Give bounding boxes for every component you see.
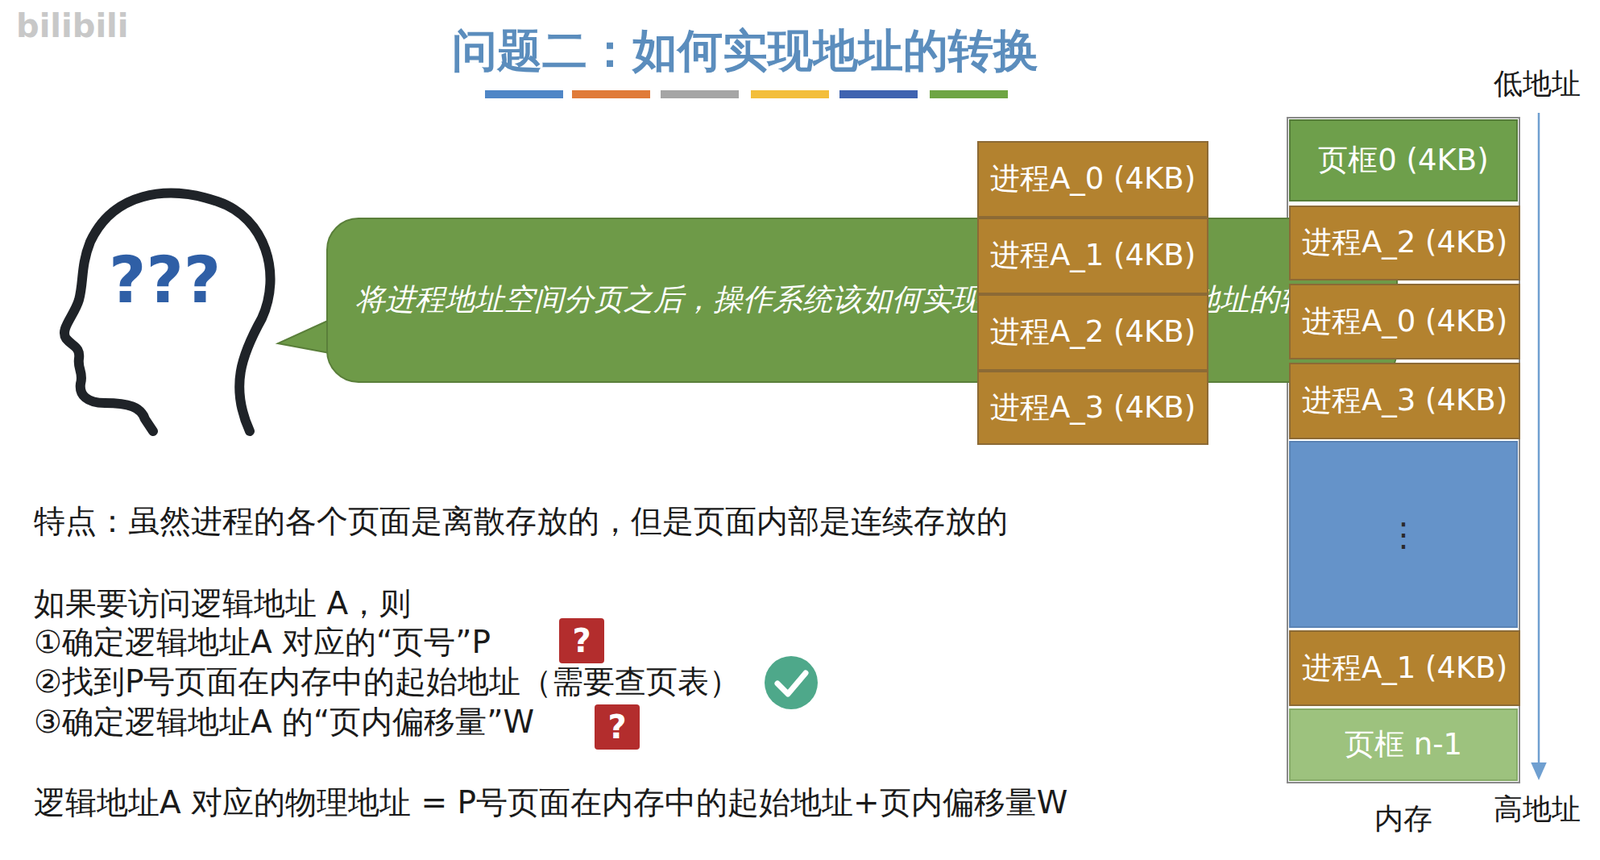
page-box: 进程A_0 (4KB) bbox=[977, 140, 1209, 218]
check-icon bbox=[764, 655, 818, 709]
address-arrow bbox=[1537, 112, 1541, 772]
memory-label: 内存 bbox=[1374, 800, 1433, 836]
frame-box: 进程A_3 (4KB) bbox=[1289, 362, 1521, 440]
step-text: ②找到P号页面在内存中的起始地址（需要查页表） bbox=[33, 663, 741, 701]
page-box: 进程A_2 (4KB) bbox=[977, 294, 1209, 371]
node-text: 进程A_1 (4KB) bbox=[1301, 650, 1508, 686]
node-text: 进程A_1 (4KB) bbox=[990, 237, 1196, 274]
head-figure bbox=[64, 193, 271, 432]
frame-box: 页框0 (4KB) bbox=[1289, 119, 1518, 202]
page-box: 进程A_3 (4KB) bbox=[977, 370, 1209, 445]
axis-label: 低地址 bbox=[1493, 66, 1581, 101]
page-title: 问题二：如何实现地址的转换 bbox=[451, 20, 1039, 83]
frame-box: 页框 n-1 bbox=[1289, 708, 1518, 781]
node-text: 进程A_3 (4KB) bbox=[1301, 382, 1508, 419]
node-text: 页框0 (4KB) bbox=[1318, 142, 1489, 179]
frame-box: 进程A_1 (4KB) bbox=[1289, 630, 1521, 706]
question-icon-mark: ? bbox=[607, 707, 626, 747]
title-bars bbox=[484, 90, 1008, 99]
step-text: ③确定逻辑地址A 的“页内偏移量”W bbox=[33, 703, 535, 742]
node-text: 将进程地址空间分页之后，操作系统该如何实现逻辑地址到物理地址的转换？ bbox=[355, 280, 1369, 320]
node-text: 进程A_3 (4KB) bbox=[990, 389, 1196, 426]
node-text: 进程A_2 (4KB) bbox=[990, 314, 1196, 350]
head-question-marks: ??? bbox=[108, 241, 221, 320]
node-text: 页框 n-1 bbox=[1344, 726, 1463, 763]
node-text: 进程A_0 (4KB) bbox=[1301, 303, 1508, 340]
question-icon-mark: ? bbox=[572, 621, 591, 660]
node-text: 进程A_2 (4KB) bbox=[1301, 224, 1508, 261]
free-frames: ⋮ bbox=[1289, 440, 1518, 628]
frame-box: 进程A_0 (4KB) bbox=[1289, 283, 1521, 360]
node-text: 进程A_0 (4KB) bbox=[990, 161, 1196, 197]
frame-box: 进程A_2 (4KB) bbox=[1289, 205, 1521, 281]
speech-bubble: 将进程地址空间分页之后，操作系统该如何实现逻辑地址到物理地址的转换？ bbox=[326, 217, 1398, 383]
step-text: ①确定逻辑地址A 对应的“页号”P bbox=[33, 623, 491, 662]
note-text: 特点：虽然进程的各个页面是离散存放的，但是页面内部是连续存放的 bbox=[33, 502, 1008, 541]
page-box: 进程A_1 (4KB) bbox=[977, 217, 1209, 295]
node-text: ⋮ bbox=[1387, 514, 1420, 554]
axis-label: 高地址 bbox=[1493, 791, 1581, 826]
watermark: bilibili bbox=[16, 6, 129, 46]
note-text: 如果要访问逻辑地址 A，则 bbox=[33, 584, 411, 623]
formula-text: 逻辑地址A 对应的物理地址 = P号页面在内存中的起始地址+页内偏移量W bbox=[33, 783, 1068, 822]
